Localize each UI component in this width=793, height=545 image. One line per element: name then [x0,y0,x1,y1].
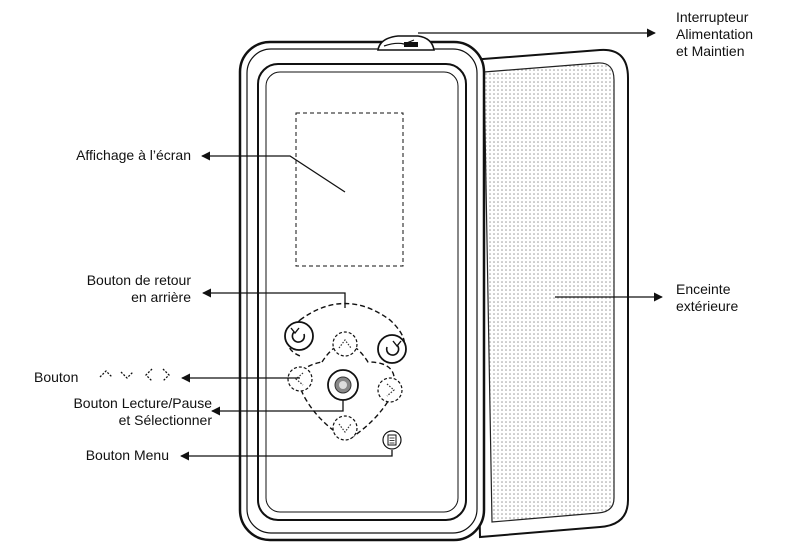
up-arrow-icon [338,339,352,349]
right-arrow-icon [386,383,395,397]
label-speaker: Enceinte extérieure [676,281,739,314]
direction-buttons-group-outline [298,343,395,441]
label-screen: Affichage à l’écran [76,147,191,163]
up-arrow-icon [99,370,113,378]
right-arrow-icon [162,368,170,382]
power-hold-switch[interactable] [377,35,435,51]
back-button-left[interactable] [284,321,314,351]
down-arrow-icon [338,423,352,433]
label-direction-buttons: Bouton [34,369,79,385]
play-pause-select-button[interactable] [327,369,359,401]
down-arrow-icon [120,371,134,379]
leader-back [202,288,346,308]
leader-lines [180,28,663,461]
direction-button-right[interactable] [377,377,403,403]
direction-button-down[interactable] [332,415,358,441]
back-button-right[interactable] [377,334,407,364]
label-back-button: Bouton de retour en arrière [86,272,191,305]
direction-glyphs [99,368,170,382]
leader-menu [180,450,393,461]
counterclockwise-arrow-icon [291,331,306,343]
label-play-select: Bouton Lecture/Pause et Sélectionner [73,395,212,428]
screen-display [295,112,404,267]
device-body [238,40,486,542]
direction-button-left[interactable] [287,366,313,392]
direction-button-up[interactable] [332,331,358,357]
speaker-panel [468,48,629,539]
menu-button[interactable] [382,430,402,450]
leader-screen [201,151,346,193]
left-arrow-icon [295,372,304,386]
label-menu: Bouton Menu [85,447,169,463]
left-arrow-icon [145,368,153,382]
clockwise-arrow-icon [385,344,400,356]
label-power-hold: Interrupteur Alimentation et Maintien [676,9,754,59]
leader-play [211,400,344,416]
menu-icon [387,434,397,446]
